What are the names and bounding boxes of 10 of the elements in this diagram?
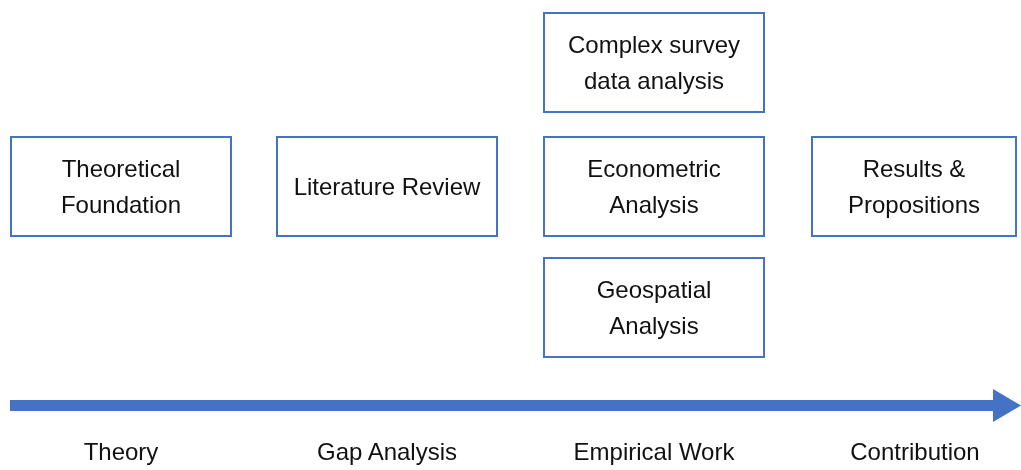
process-box: Econometric Analysis (543, 136, 765, 237)
process-box: Complex survey data analysis (543, 12, 765, 113)
process-box: Literature Review (276, 136, 498, 237)
stage-label: Contribution (850, 438, 980, 466)
stage-label: Theory (83, 438, 159, 466)
process-box: Theoretical Foundation (10, 136, 232, 237)
stage-label: Empirical Work (573, 438, 735, 466)
process-box: Results & Propositions (811, 136, 1017, 237)
process-box: Geospatial Analysis (543, 257, 765, 358)
stage-label: Gap Analysis (316, 438, 458, 466)
